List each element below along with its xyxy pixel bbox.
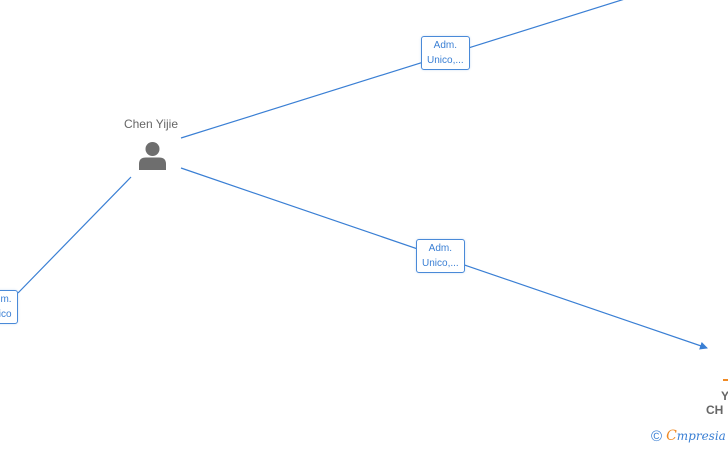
person-icon[interactable] (138, 141, 167, 171)
edge-label-middle-line1: Adm. (428, 243, 453, 254)
edge-label-left[interactable]: Adm. Unico (0, 290, 18, 324)
brand-logo-e: C (666, 428, 677, 444)
edge-label-top-line1: Adm. (433, 40, 458, 51)
company-name-line2: CH (706, 403, 724, 417)
edge-label-middle-line2: Unico,... (422, 258, 459, 269)
edge-label-top[interactable]: Adm. Unico,... (421, 36, 470, 70)
edge-label-middle[interactable]: Adm. Unico,... (416, 239, 465, 273)
edge-label-top-line2: Unico,... (427, 55, 464, 66)
edge-label-left-line1: Adm. (0, 294, 12, 305)
company-node-icon[interactable] (723, 379, 728, 381)
edge-top (180, 0, 624, 139)
empresia-watermark: ©Cmpresia (651, 428, 726, 445)
edge-label-left-line2: Unico (0, 309, 12, 320)
person-name-label: Chen Yijie (123, 117, 179, 131)
copyright-icon: © (651, 428, 663, 445)
company-name-line1: Y (721, 389, 728, 403)
brand-logo-text: mpresia (676, 429, 726, 443)
edge-left (17, 176, 132, 294)
